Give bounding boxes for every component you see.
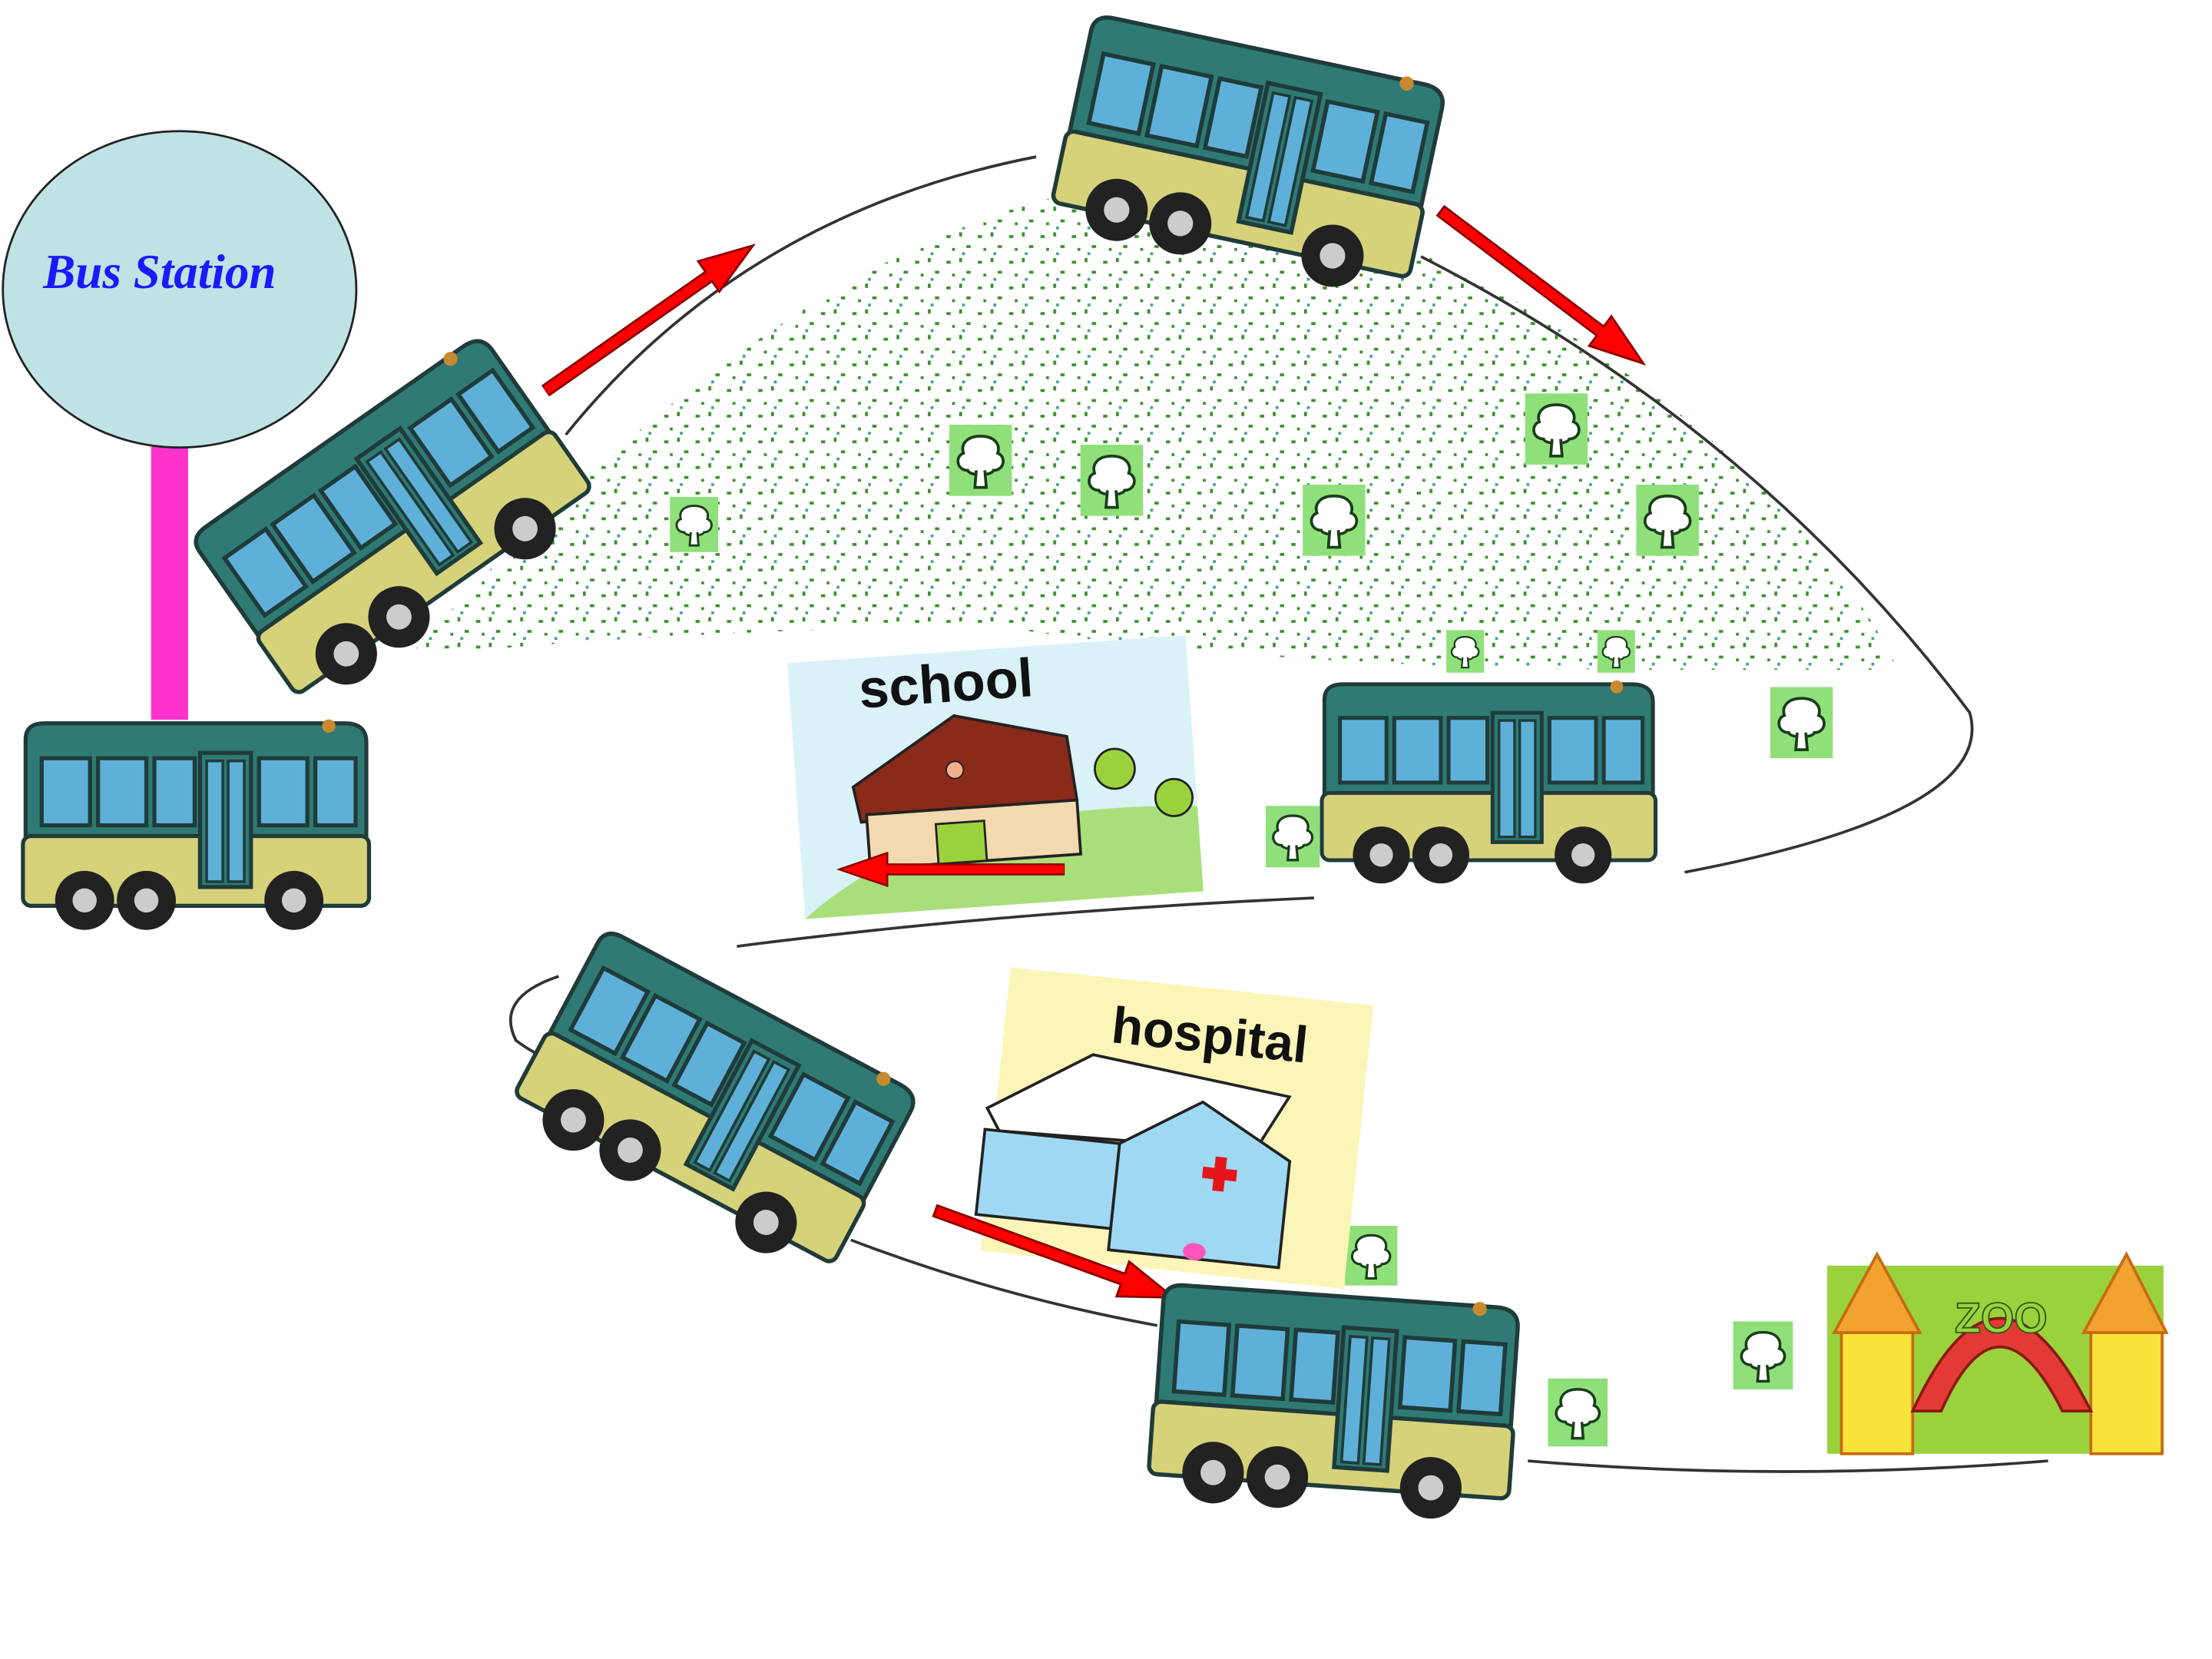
hill [416,194,1899,671]
tree-icon [1343,1225,1399,1286]
tree-icon [1770,687,1833,759]
bus-station: Bus Station [2,130,358,720]
bus-station-label: Bus Station [42,245,276,299]
tree-icon [949,424,1012,496]
bus-station-pole [151,427,188,720]
tree-icon [1548,1376,1608,1449]
bus-route [508,155,2048,1473]
tree-icon [1636,484,1699,556]
bus-icon [1147,1280,1522,1524]
bus-icon [502,923,924,1286]
tree-icon [1525,393,1588,465]
tree-icon [1265,804,1320,869]
zoo-sign: ZOO [1955,1294,2048,1342]
bus-station-sign [2,130,358,449]
school: school [787,635,1204,919]
bus-icon [1322,680,1655,883]
tree-icon [1733,1320,1793,1391]
tree-icon [1595,630,1637,673]
tree-icon [670,495,719,553]
school-label: school [856,647,1035,720]
zoo: ZOO [1826,1251,2169,1455]
tree-icon [1303,484,1366,556]
bus-icon [23,720,369,930]
tree-icon [1080,444,1144,516]
hospital: hospital [974,967,1374,1290]
tree-icon [1445,630,1485,673]
